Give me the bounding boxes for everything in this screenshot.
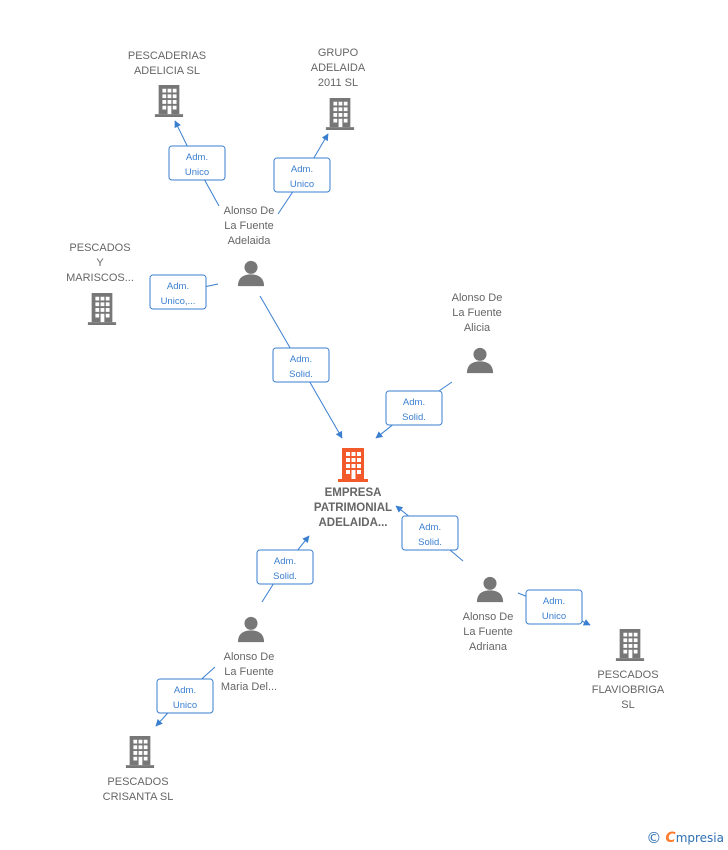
person-icon: [237, 616, 265, 643]
node-label: PESCADERIAS: [128, 50, 206, 62]
role-label-text: Unico: [542, 611, 566, 622]
edge-maria-center: Adm. Solid.: [256, 535, 314, 603]
role-label[interactable]: Adm. Unico: [156, 678, 214, 714]
node-label: Alicia: [464, 322, 491, 334]
role-label-text: Unico: [173, 700, 197, 711]
building-icon: [125, 736, 155, 768]
node-label: EMPRESA: [325, 487, 382, 499]
role-label-text: Adm.: [186, 152, 208, 163]
company-node-center[interactable]: EMPRESA PATRIMONIAL ADELAIDA...: [314, 448, 392, 529]
role-label-box: [272, 347, 330, 383]
role-label[interactable]: Adm. Unico: [168, 145, 226, 181]
node-label: PATRIMONIAL: [314, 502, 392, 514]
role-label-text: Adm.: [291, 164, 313, 175]
role-label-text: Adm.: [543, 596, 565, 607]
node-label: FLAVIOBRIGA: [592, 684, 665, 696]
node-label: CRISANTA SL: [103, 791, 174, 803]
role-label-text: Solid.: [418, 537, 442, 548]
role-label-box: [168, 145, 226, 181]
role-label[interactable]: Adm. Solid.: [385, 390, 443, 426]
role-label-text: Adm.: [403, 397, 425, 408]
person-icon: [476, 576, 504, 603]
edge-adriana-flaviobriga: Adm. Unico: [517, 589, 591, 626]
person-icon: [237, 260, 265, 287]
role-label-box: [385, 390, 443, 426]
node-label: PESCADOS: [597, 669, 658, 681]
edge-adelaida-center: Adm. Solid.: [259, 295, 343, 439]
node-label: 2011 SL: [318, 77, 358, 89]
role-label-text: Unico: [185, 167, 209, 178]
brand-logo[interactable]: Cmpresia: [665, 830, 724, 846]
node-label: SL: [621, 699, 634, 711]
company-node-grupo[interactable]: GRUPO ADELAIDA 2011 SL: [311, 47, 366, 130]
role-label-box: [156, 678, 214, 714]
node-label: ADELICIA SL: [134, 65, 200, 77]
building-icon: [325, 98, 355, 130]
node-label: La Fuente: [224, 220, 274, 232]
node-label: ADELAIDA: [311, 62, 366, 74]
role-label-box: [525, 589, 583, 625]
role-label-text: Adm.: [274, 556, 296, 567]
building-icon: [338, 448, 368, 482]
company-node-flaviobriga[interactable]: PESCADOS FLAVIOBRIGA SL: [592, 629, 665, 711]
node-label: ADELAIDA...: [319, 517, 388, 529]
building-icon: [615, 629, 645, 661]
role-label-box: [149, 274, 207, 310]
role-label[interactable]: Adm. Solid.: [256, 549, 314, 585]
role-label-text: Adm.: [290, 354, 312, 365]
node-label: Adelaida: [228, 235, 272, 247]
role-label[interactable]: Adm. Unico,...: [149, 274, 207, 310]
node-label: GRUPO: [318, 47, 359, 59]
role-label-text: Adm.: [167, 281, 189, 292]
role-label-text: Solid.: [289, 369, 313, 380]
building-icon: [87, 293, 117, 325]
role-label-text: Unico,...: [161, 296, 196, 307]
node-label: PESCADOS: [107, 776, 168, 788]
node-label: Alonso De: [452, 292, 503, 304]
node-label: La Fuente: [452, 307, 502, 319]
node-label: Alonso De: [224, 205, 275, 217]
person-icon: [466, 347, 494, 374]
edge-adelaida-grupo: Adm. Unico: [273, 133, 331, 215]
role-label-box: [256, 549, 314, 585]
company-node-crisanta[interactable]: PESCADOS CRISANTA SL: [103, 736, 174, 803]
node-label: Adriana: [469, 641, 508, 653]
role-label-text: Solid.: [402, 412, 426, 423]
role-label-box: [273, 157, 331, 193]
edge-adelaida-pescaderias: Adm. Unico: [168, 120, 226, 207]
building-icon: [154, 85, 184, 117]
role-label-text: Adm.: [419, 522, 441, 533]
node-label: La Fuente: [463, 626, 513, 638]
company-node-mariscos[interactable]: PESCADOS Y MARISCOS...: [66, 242, 134, 325]
edge-alicia-center: Adm. Solid.: [375, 381, 453, 439]
brand-initial: C: [665, 830, 676, 846]
brand-name: mpresia: [675, 831, 724, 845]
company-node-pescaderias[interactable]: PESCADERIAS ADELICIA SL: [128, 50, 206, 117]
node-label: MARISCOS...: [66, 272, 134, 284]
node-label: PESCADOS: [69, 242, 130, 254]
node-label: La Fuente: [224, 666, 274, 678]
role-label-text: Solid.: [273, 571, 297, 582]
role-label[interactable]: Adm. Solid.: [401, 515, 459, 551]
role-label[interactable]: Adm. Unico: [273, 157, 331, 193]
role-label-text: Adm.: [174, 685, 196, 696]
edge-adriana-center: Adm. Solid.: [395, 505, 464, 562]
footer-brand: © Cmpresia: [646, 829, 724, 847]
role-label-box: [401, 515, 459, 551]
node-label: Y: [96, 257, 104, 269]
copyright-icon: ©: [646, 829, 662, 847]
node-label: Alonso De: [224, 651, 275, 663]
node-label: Maria Del...: [221, 681, 277, 693]
role-label[interactable]: Adm. Unico: [525, 589, 583, 625]
role-label[interactable]: Adm. Solid.: [272, 347, 330, 383]
role-label-text: Unico: [290, 179, 314, 190]
edge-maria-crisanta: Adm. Unico: [155, 666, 216, 727]
edge-adelaida-mariscos: Adm. Unico,...: [149, 274, 219, 310]
node-label: Alonso De: [463, 611, 514, 623]
